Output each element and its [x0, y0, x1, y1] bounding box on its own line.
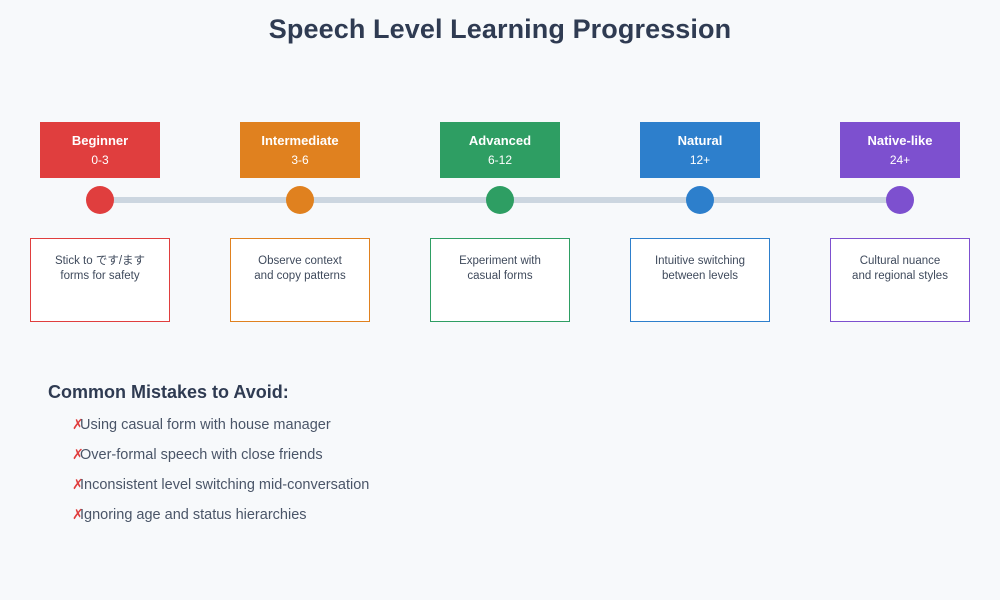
stage-description-beginner: Stick to です/ます forms for safety: [30, 238, 170, 322]
stage-header-beginner[interactable]: Beginner 0-3: [40, 122, 160, 178]
stage-description-line-2: and copy patterns: [254, 270, 346, 282]
stage-description-line-2: forms for safety: [60, 270, 140, 282]
stage-name: Native-like: [867, 132, 933, 148]
mistakes-list: ✗ Using casual form with house manager ✗…: [48, 417, 748, 537]
stage-advanced: Advanced 6-12 Experiment with casual for…: [400, 0, 600, 340]
stage-description-line-1: Intuitive switching: [654, 255, 746, 267]
timeline-dot-natural: [686, 186, 714, 214]
stage-months: 6-12: [487, 152, 513, 167]
timeline-dot-intermediate: [286, 186, 314, 214]
stage-description-intermediate: Observe context and copy patterns: [230, 238, 370, 322]
stage-months: 12+: [689, 152, 711, 167]
stage-header-intermediate[interactable]: Intermediate 3-6: [240, 122, 360, 178]
cross-mark-icon: ✗: [72, 477, 84, 493]
stage-native-like: Native-like 24+ Cultural nuance and regi…: [800, 0, 1000, 340]
stage-header-native-like[interactable]: Native-like 24+: [840, 122, 960, 178]
stage-description-advanced: Experiment with casual forms: [430, 238, 570, 322]
stage-description-natural: Intuitive switching between levels: [630, 238, 770, 322]
page-title: Speech Level Learning Progression: [268, 14, 732, 44]
timeline-dot-native-like: [886, 186, 914, 214]
common-mistakes-section: Common Mistakes to Avoid: ✗ Using casual…: [48, 380, 748, 537]
stage-description-line-1: Cultural nuance: [859, 255, 941, 267]
cross-mark-icon: ✗: [72, 447, 84, 463]
stage-months: 24+: [889, 152, 911, 167]
stage-description-line-1: Experiment with: [459, 255, 541, 267]
stage-months: 0-3: [91, 152, 109, 167]
stage-intermediate: Intermediate 3-6 Observe context and cop…: [200, 0, 400, 340]
stage-natural: Natural 12+ Intuitive switching between …: [600, 0, 800, 340]
stage-description-line-2: casual forms: [467, 270, 533, 282]
mistake-text: Using casual form with house manager: [80, 417, 331, 433]
progression-timeline: Beginner 0-3 Stick to です/ます forms for sa…: [0, 0, 1000, 340]
stage-header-natural[interactable]: Natural 12+: [640, 122, 760, 178]
stage-description-line-2: between levels: [661, 270, 739, 282]
stage-description-line-2: and regional styles: [852, 270, 948, 282]
stage-description-line-1: Stick to です/ます: [54, 255, 146, 267]
mistake-text: Inconsistent level switching mid-convers…: [80, 477, 370, 493]
stage-description-line-1: Observe context: [258, 255, 342, 267]
mistake-text: Ignoring age and status hierarchies: [80, 507, 307, 523]
stage-name: Advanced: [468, 132, 532, 148]
timeline-dot-advanced: [486, 186, 514, 214]
cross-mark-icon: ✗: [72, 417, 84, 433]
stage-name: Natural: [677, 132, 723, 148]
list-item: ✗ Ignoring age and status hierarchies: [48, 507, 748, 537]
stage-header-advanced[interactable]: Advanced 6-12: [440, 122, 560, 178]
mistakes-heading: Common Mistakes to Avoid:: [48, 382, 289, 402]
list-item: ✗ Using casual form with house manager: [48, 417, 748, 447]
stage-name: Beginner: [71, 132, 129, 148]
cross-mark-icon: ✗: [72, 507, 84, 523]
list-item: ✗ Inconsistent level switching mid-conve…: [48, 477, 748, 507]
stage-months: 3-6: [291, 152, 309, 167]
mistake-text: Over-formal speech with close friends: [80, 447, 323, 463]
stage-description-native-like: Cultural nuance and regional styles: [830, 238, 970, 322]
stage-name: Intermediate: [261, 132, 339, 148]
list-item: ✗ Over-formal speech with close friends: [48, 447, 748, 477]
timeline-dot-beginner: [86, 186, 114, 214]
stage-beginner: Beginner 0-3 Stick to です/ます forms for sa…: [0, 0, 200, 340]
